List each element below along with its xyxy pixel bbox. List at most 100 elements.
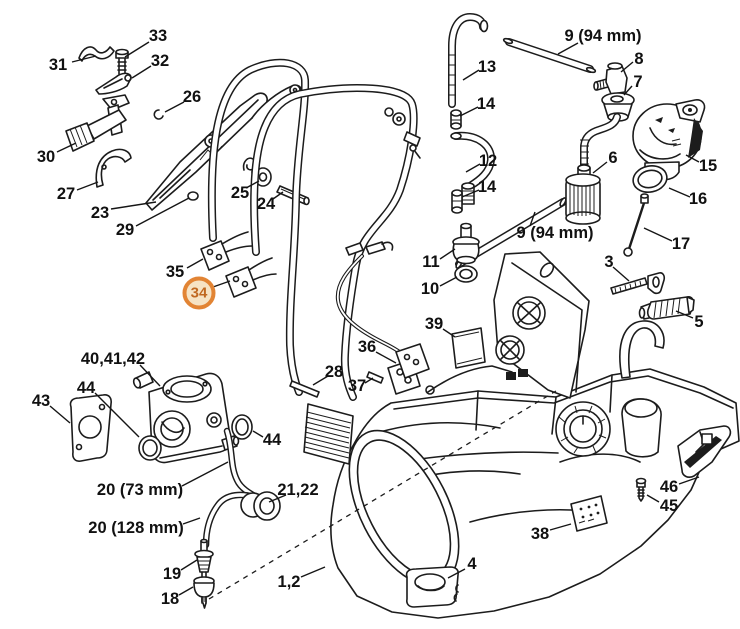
part-9-tube-upper-drawing xyxy=(502,37,597,74)
leader-line-27 xyxy=(76,181,99,191)
leader-line-6 xyxy=(592,161,608,174)
callout-13[interactable]: 13 xyxy=(477,57,497,76)
callout-30[interactable]: 30 xyxy=(36,147,56,166)
part-14-nipple-upper-drawing xyxy=(450,109,462,130)
part-4-buffer-drawing xyxy=(405,566,459,608)
leader-line-28 xyxy=(312,375,329,386)
leader-line-23 xyxy=(110,201,157,210)
part-19-valve-drawing xyxy=(194,538,214,578)
callout-21-22[interactable]: 21,22 xyxy=(277,480,319,499)
leader-line-40-41-42 xyxy=(139,364,161,387)
callout-10[interactable]: 10 xyxy=(420,279,440,298)
callout-33[interactable]: 33 xyxy=(148,26,168,45)
callout-9-94-mm-[interactable]: 9 (94 mm) xyxy=(564,26,642,45)
leader-line-3 xyxy=(612,266,630,282)
callout-26[interactable]: 26 xyxy=(182,87,202,106)
part-40-41-42-carburetor-drawing xyxy=(132,371,240,464)
leader-line-45 xyxy=(646,494,660,503)
callout-44[interactable]: 44 xyxy=(76,378,96,397)
callout-34[interactable]: 34 xyxy=(182,276,216,310)
callout-25[interactable]: 25 xyxy=(230,183,250,202)
part-8-elbow-drawing xyxy=(593,62,628,95)
part-39-plate-drawing xyxy=(451,327,486,369)
callout-31[interactable]: 31 xyxy=(48,55,68,74)
callout-23[interactable]: 23 xyxy=(90,203,110,222)
callout-37[interactable]: 37 xyxy=(347,376,367,395)
leader-line-43 xyxy=(49,405,71,424)
callout-8[interactable]: 8 xyxy=(634,49,644,68)
part-44-oring-right-drawing xyxy=(231,414,253,440)
leader-line-34 xyxy=(212,280,231,288)
part-6-filter-drawing xyxy=(565,113,621,225)
leader-line-16 xyxy=(668,187,691,198)
leader-line-18 xyxy=(178,586,194,596)
callout-44[interactable]: 44 xyxy=(262,430,282,449)
leader-line-20-128-mm- xyxy=(182,517,201,525)
callout-18[interactable]: 18 xyxy=(160,589,180,608)
callout-28[interactable]: 28 xyxy=(324,362,344,381)
callout-7[interactable]: 7 xyxy=(633,72,643,91)
leader-line-7 xyxy=(623,85,633,96)
part-46-bracket-drawing xyxy=(677,425,732,478)
leader-line-11 xyxy=(439,248,456,260)
callout-35[interactable]: 35 xyxy=(165,262,185,281)
part-32-lever-drawing xyxy=(95,72,132,95)
leader-line-31 xyxy=(71,55,97,63)
part-16-oring-drawing xyxy=(632,165,668,193)
part-18-grommet-drawing xyxy=(193,576,215,609)
part-3-screw-drawing xyxy=(610,272,666,295)
leader-line-4 xyxy=(447,568,466,579)
callout-12[interactable]: 12 xyxy=(478,151,498,170)
leader-line-14 xyxy=(459,106,479,117)
callout-39[interactable]: 39 xyxy=(424,314,444,333)
callout-14[interactable]: 14 xyxy=(477,177,497,196)
callout-6[interactable]: 6 xyxy=(608,148,618,167)
leader-line-26 xyxy=(164,101,185,113)
leader-line-13 xyxy=(462,69,480,81)
callout-4[interactable]: 4 xyxy=(467,554,477,573)
leader-line-37 xyxy=(364,377,374,384)
part-23-molding-drawing xyxy=(145,84,302,211)
callout-32[interactable]: 32 xyxy=(150,51,170,70)
part-17-rod-drawing xyxy=(623,193,649,257)
part-37-pin-drawing xyxy=(366,371,384,384)
part-14-nipple-lower-drawing xyxy=(451,189,463,214)
callout-3[interactable]: 3 xyxy=(604,252,614,271)
callout-46[interactable]: 46 xyxy=(659,477,679,496)
callout-17[interactable]: 17 xyxy=(671,234,691,253)
callout-24[interactable]: 24 xyxy=(256,194,276,213)
callout-38[interactable]: 38 xyxy=(530,524,550,543)
part-28-pin-drawing xyxy=(289,380,320,398)
louver-plate-drawing xyxy=(303,403,354,465)
callout-15[interactable]: 15 xyxy=(698,156,718,175)
leader-line-21-22 xyxy=(268,494,287,503)
callout-43[interactable]: 43 xyxy=(31,391,51,410)
part-13-hose-drawing xyxy=(448,12,489,108)
callout-36[interactable]: 36 xyxy=(357,337,377,356)
callout-20-73-mm-[interactable]: 20 (73 mm) xyxy=(96,480,184,499)
callout-19[interactable]: 19 xyxy=(162,564,182,583)
part-38-plate-drawing xyxy=(570,495,608,532)
leader-line-30 xyxy=(56,142,77,153)
callout-9-94-mm-[interactable]: 9 (94 mm) xyxy=(516,223,594,242)
callout-45[interactable]: 45 xyxy=(659,496,679,515)
callout-1-2[interactable]: 1,2 xyxy=(277,572,301,591)
callout-11[interactable]: 11 xyxy=(422,252,440,271)
leader-line-36 xyxy=(375,351,397,364)
callout-27[interactable]: 27 xyxy=(56,184,76,203)
callout-29[interactable]: 29 xyxy=(115,220,135,239)
leader-line-35 xyxy=(186,258,204,269)
callout-16[interactable]: 16 xyxy=(688,189,708,208)
callout-5[interactable]: 5 xyxy=(694,312,704,331)
callout-20-128-mm-[interactable]: 20 (128 mm) xyxy=(88,518,184,537)
part-30-trigger-drawing xyxy=(65,94,130,152)
callout-40-41-42[interactable]: 40,41,42 xyxy=(80,349,146,368)
part-35-contact-drawing xyxy=(200,231,253,271)
leader-line-24 xyxy=(272,191,284,200)
leader-line-46 xyxy=(678,476,700,485)
part-26-clip-drawing xyxy=(153,109,164,120)
leader-line-15 xyxy=(685,154,700,163)
part-27-handguard-drawing xyxy=(95,148,132,188)
callout-14[interactable]: 14 xyxy=(476,94,496,113)
